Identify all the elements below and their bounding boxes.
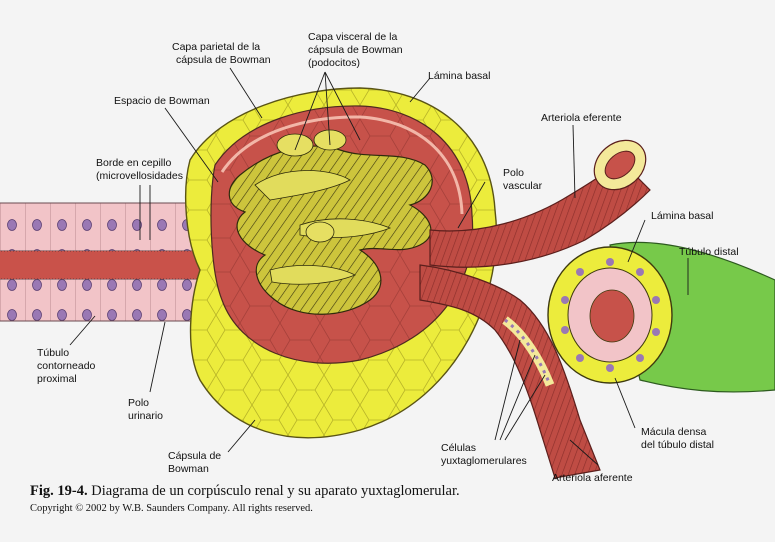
label-polo-vascular: Polo vascular [503,167,543,192]
figure-number: Fig. 19-4. [30,483,88,499]
label-borde-cepillo: Borde en cepillo (microvellosidades [96,157,183,182]
label-tubulo-proximal: Túbulo contorneado proximal [37,347,98,385]
label-arteriola-aferente: Arteriola aferente [552,472,633,484]
labels: Capa parietal de la cápsula de Bowman Ca… [37,31,739,484]
label-polo-urinario: Polo urinario [128,397,163,422]
glomerulus [228,129,433,315]
copyright-notice: Copyright © 2002 by W.B. Saunders Compan… [30,503,313,514]
label-capa-visceral: Capa visceral de la cápsula de Bowman (p… [308,31,405,69]
figure-caption: Fig. 19-4. Diagrama de un corpúsculo ren… [30,483,460,500]
label-lamina-basal-right: Lámina basal [651,210,713,222]
label-arteriola-eferente: Arteriola eferente [541,112,622,124]
afferent-arteriole [419,264,601,479]
label-lamina-basal-top: Lámina basal [428,70,490,82]
label-tubulo-distal: Túbulo distal [679,246,739,258]
label-espacio-bowman: Espacio de Bowman [114,95,210,107]
label-macula-densa: Mácula densa del túbulo distal [641,426,714,451]
figure-caption-text: Diagrama de un corpúsculo renal y su apa… [91,483,460,499]
label-capa-parietal: Capa parietal de la cápsula de Bowman [172,41,271,66]
label-capsula-bowman: Cápsula de Bowman [168,450,224,475]
leader-lines [69,67,689,466]
label-celulas-yuxtaglomerulares: Células yuxtaglomerulares [441,442,527,467]
efferent-arteriole [429,139,651,268]
distal-tubule [547,241,775,393]
